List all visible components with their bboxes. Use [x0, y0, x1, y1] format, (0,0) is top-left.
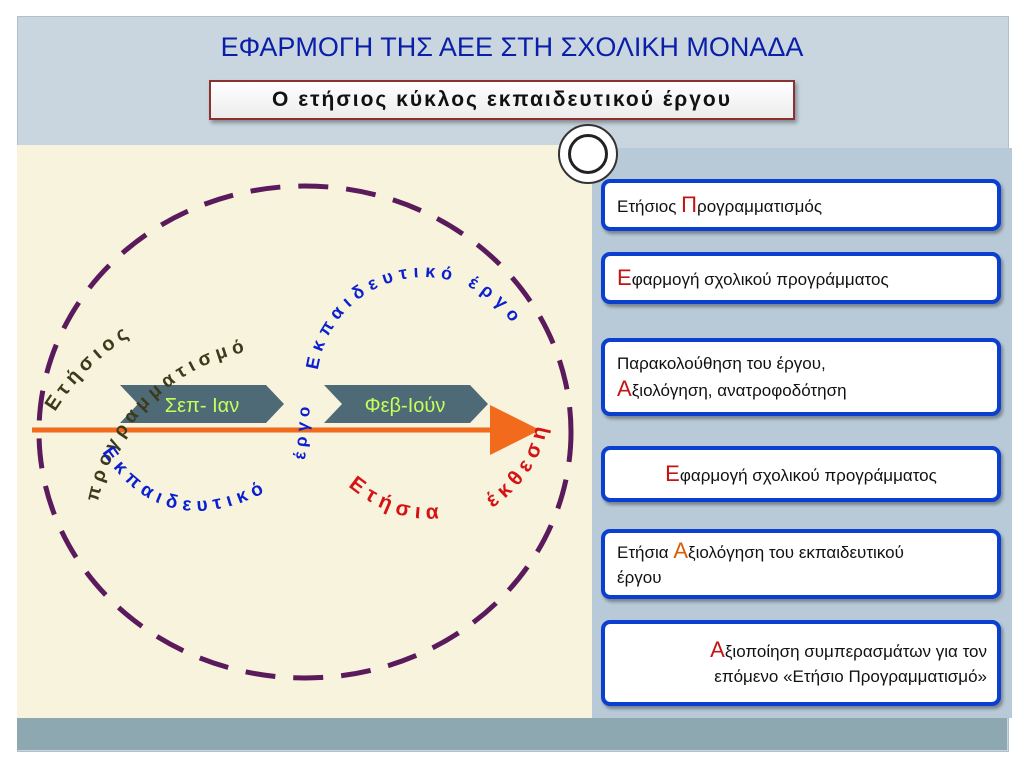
step-2-initial: Ε: [617, 264, 632, 290]
subtitle-text: Ο ετήσιος κύκλος εκπαιδευτικού έργου: [272, 88, 732, 111]
step-school-program-1: Εφαρμογή σχολικού προγράμματος: [601, 252, 1001, 304]
arc-label-educational-left: Εκπαιδευτικό: [98, 443, 272, 516]
step-school-program-2: Εφαρμογή σχολικού προγράμματος: [601, 446, 1001, 502]
step-6-line-1: Αξιοποίηση συμπερασμάτων για τον: [710, 637, 987, 662]
chevron-sep-ian-label: Σεπ- Ιαν: [165, 395, 239, 417]
cycle-circle: [36, 183, 574, 681]
chevron-sep-ian: Σεπ- Ιαν: [120, 385, 284, 423]
page-title: ΕΦΑΡΜΟΓΗ ΤΗΣ ΑΕΕ ΣΤΗ ΣΧΟΛΙΚΗ ΜΟΝΑΔΑ: [220, 32, 804, 62]
step-monitoring-evaluation: Παρακολούθηση του έργου, Αξιολόγηση, ανα…: [601, 338, 1001, 416]
step-2-text: Εφαρμογή σχολικού προγράμματος: [617, 264, 889, 290]
slide-footer-bar: [17, 718, 1007, 750]
step-annual-evaluation: Ετήσια Αξιολόγηση του εκπαιδευτικού έργο…: [601, 529, 1001, 599]
arc-label-educational-right: Εκπαιδευτικό έργο: [302, 261, 528, 371]
step-3-line-1: Παρακολούθηση του έργου,: [617, 354, 826, 373]
step-3-initial: Α: [617, 376, 632, 401]
step-3-line-2: Αξιολόγηση, ανατροφοδότηση: [617, 376, 847, 401]
connector-ring-icon: [558, 124, 618, 184]
arc-label-work-middle: έργο: [290, 401, 314, 461]
arc-label-annual-red: Ετήσια: [345, 472, 445, 524]
step-6-line-2: επόμενο «Ετήσιο Προγραμματισμό»: [714, 667, 987, 686]
chevron-feb-ioun-label: Φεβ-Ιούν: [365, 395, 446, 417]
step-annual-programming: Ετήσιος Προγραμματισμός: [601, 179, 1001, 231]
step-4-text: Εφαρμογή σχολικού προγράμματος: [665, 460, 937, 486]
step-5-line-1: Ετήσια Αξιολόγηση του εκπαιδευτικού: [617, 538, 904, 563]
chevron-feb-ioun: Φεβ-Ιούν: [324, 385, 488, 423]
step-6-initial: Α: [710, 637, 725, 662]
step-1-initial: Π: [681, 191, 698, 217]
step-1-text: Ετήσιος Προγραμματισμός: [617, 191, 823, 217]
step-utilization-conclusions: Αξιοποίηση συμπερασμάτων για τον επόμενο…: [601, 620, 1001, 706]
step-4-initial: Ε: [665, 460, 680, 486]
step-5-line-2: έργου: [617, 568, 662, 587]
subtitle-box: Ο ετήσιος κύκλος εκπαιδευτικού έργου: [209, 80, 795, 120]
step-5-initial: Α: [673, 538, 689, 563]
arc-label-annual: Ετήσιος: [41, 320, 136, 415]
